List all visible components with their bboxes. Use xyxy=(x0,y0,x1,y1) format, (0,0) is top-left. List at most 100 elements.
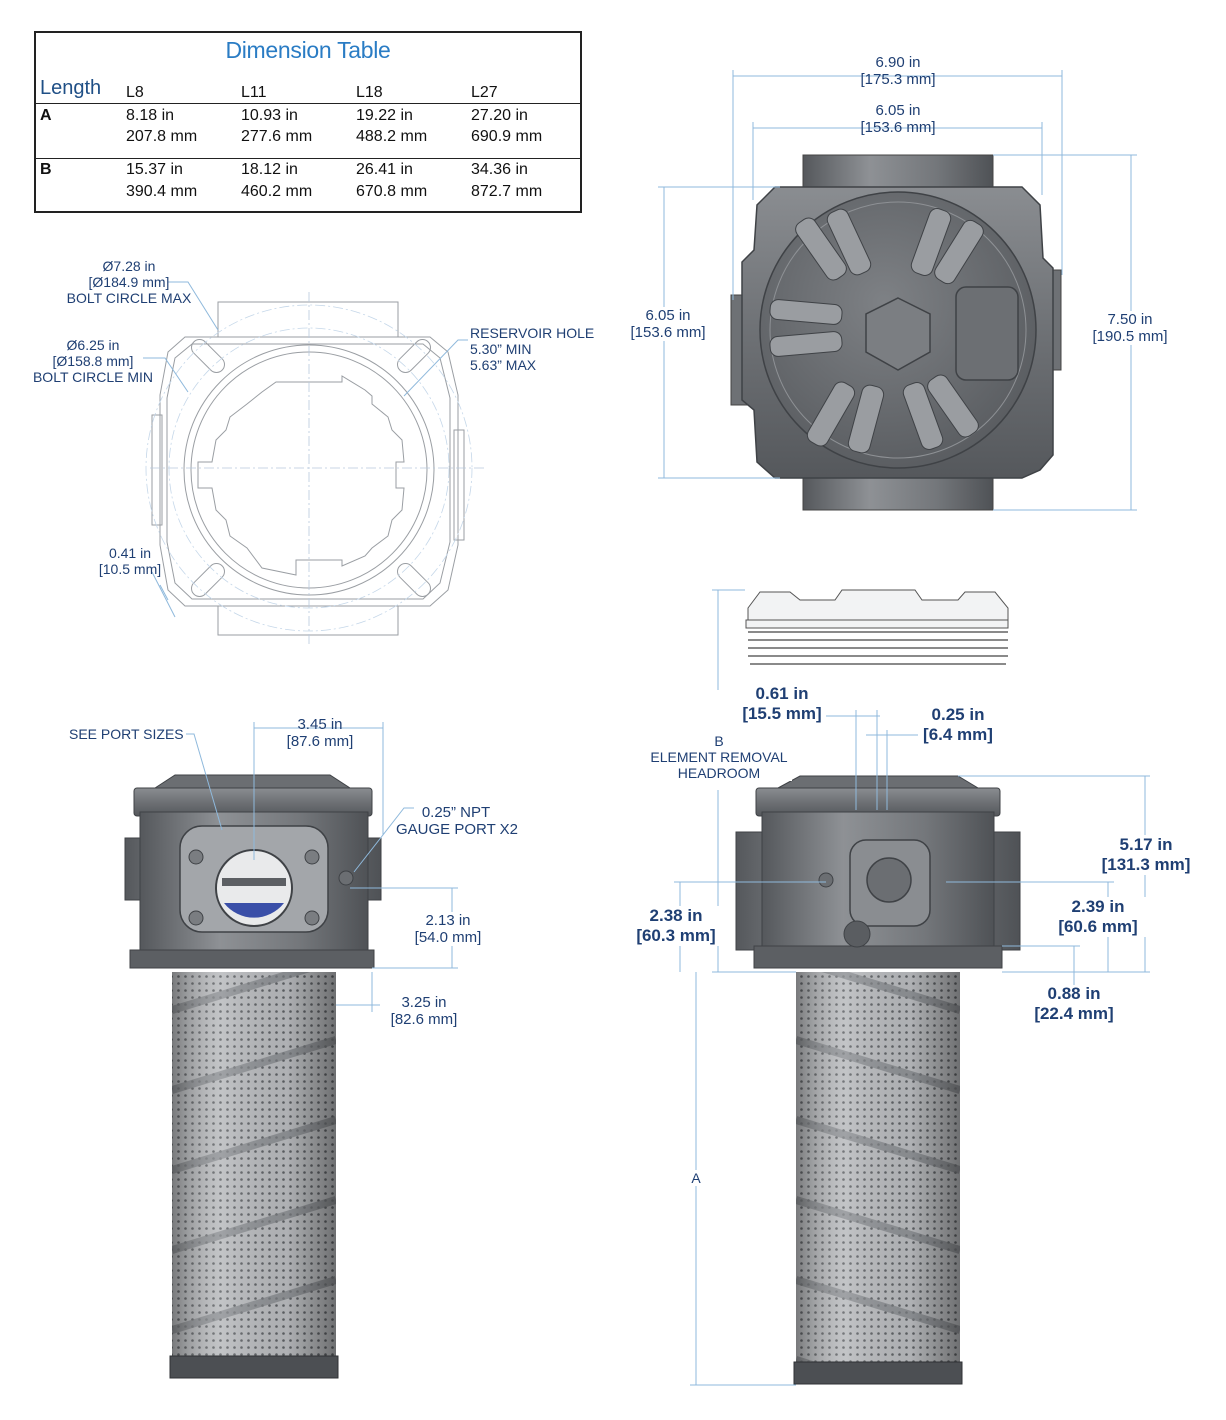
left-port-height-in: 2.38 in xyxy=(649,906,703,925)
element-diameter-callout: 3.25 in [82.6 mm] xyxy=(376,994,472,1028)
bolt-circle-max-in: Ø7.28 in xyxy=(102,258,156,274)
table-cell: 872.7 mm xyxy=(471,183,543,200)
element-diameter-mm: [82.6 mm] xyxy=(390,1011,458,1028)
column-header-l27: L27 xyxy=(471,84,498,101)
overall-width-callout: 6.90 in [175.3 mm] xyxy=(848,54,948,88)
overall-depth-mm: [190.5 mm] xyxy=(1092,328,1168,345)
table-cell: 15.37 in xyxy=(126,161,183,178)
head-height-mm: [131.3 mm] xyxy=(1101,855,1191,874)
port-span-callout: 3.45 in [87.6 mm] xyxy=(270,716,370,750)
overall-depth-in: 7.50 in xyxy=(1107,311,1153,328)
flange-centerlines xyxy=(145,292,485,645)
column-header-l18: L18 xyxy=(356,84,383,101)
slot-width-callout: 0.41 in [10.5 mm] xyxy=(90,545,170,577)
see-port-sizes-label: SEE PORT SIZES xyxy=(69,726,184,742)
offset-b-callout: 0.25 in [6.4 mm] xyxy=(910,705,1006,745)
bottom-offset-in: 0.88 in xyxy=(1047,984,1101,1003)
bolt-circle-max-mm: [Ø184.9 mm] xyxy=(88,274,170,290)
bolt-circle-max-label: BOLT CIRCLE MAX xyxy=(66,290,192,306)
body-depth-mm: [153.6 mm] xyxy=(630,324,706,341)
head-height-callout: 5.17 in [131.3 mm] xyxy=(1088,835,1204,875)
table-cell: 26.41 in xyxy=(356,161,413,178)
column-header-l8: L8 xyxy=(126,84,144,101)
column-header-l11: L11 xyxy=(241,84,267,101)
table-cell: 390.4 mm xyxy=(126,183,198,200)
port-height-callout: 2.13 in [54.0 mm] xyxy=(400,912,496,946)
offset-a-callout: 0.61 in [15.5 mm] xyxy=(732,684,832,724)
element-diameter-in: 3.25 in xyxy=(401,994,447,1011)
offset-a-mm: [15.5 mm] xyxy=(742,704,822,723)
length-header: Length xyxy=(40,77,102,99)
front-view-assembly xyxy=(124,774,382,1379)
table-cell: 670.8 mm xyxy=(356,183,428,200)
bolt-circle-min-callout: Ø6.25 in [Ø158.8 mm] BOLT CIRCLE MIN xyxy=(30,337,156,385)
headroom-label-2: HEADROOM xyxy=(677,765,761,781)
port-height-mm: [54.0 mm] xyxy=(414,929,482,946)
flange-leaders xyxy=(143,281,468,618)
table-cell: 34.36 in xyxy=(471,161,528,178)
table-cell: 10.93 in xyxy=(241,107,298,124)
gauge-port-size: 0.25” NPT xyxy=(421,804,491,821)
body-width-mm: [153.6 mm] xyxy=(860,119,936,136)
top-view-head xyxy=(730,154,1062,511)
row-label-a: A xyxy=(40,107,52,124)
gauge-port-callout: 0.25” NPT GAUGE PORT X2 xyxy=(396,804,518,838)
table-divider xyxy=(36,103,580,104)
left-port-height-callout: 2.38 in [60.3 mm] xyxy=(628,906,724,946)
slot-width-in: 0.41 in xyxy=(108,545,152,561)
flange-outline-view xyxy=(151,301,465,636)
table-cell: 27.20 in xyxy=(471,107,528,124)
front-view-dimension-lines xyxy=(186,722,458,1012)
body-width-in: 6.05 in xyxy=(875,102,921,119)
side-view-assembly xyxy=(735,775,1021,1385)
bottom-offset-callout: 0.88 in [22.4 mm] xyxy=(1026,984,1122,1024)
overall-width-in: 6.90 in xyxy=(875,54,921,71)
right-port-height-in: 2.39 in xyxy=(1071,897,1125,916)
table-cell: 488.2 mm xyxy=(356,128,428,145)
bolt-circle-max-callout: Ø7.28 in [Ø184.9 mm] BOLT CIRCLE MAX xyxy=(64,258,194,306)
length-a-label: A xyxy=(688,1170,704,1186)
table-cell: 18.12 in xyxy=(241,161,298,178)
body-width-callout: 6.05 in [153.6 mm] xyxy=(848,102,948,136)
top-view-dimension-lines xyxy=(658,70,1137,511)
bolt-circle-min-label: BOLT CIRCLE MIN xyxy=(32,369,154,385)
cover-profile xyxy=(745,589,1009,665)
offset-a-in: 0.61 in xyxy=(755,684,809,703)
offset-b-mm: [6.4 mm] xyxy=(923,725,993,744)
bolt-circle-min-mm: [Ø158.8 mm] xyxy=(52,353,134,369)
bottom-offset-mm: [22.4 mm] xyxy=(1034,1004,1114,1023)
gauge-port-label: GAUGE PORT X2 xyxy=(396,821,518,838)
overall-depth-callout: 7.50 in [190.5 mm] xyxy=(1082,311,1178,345)
reservoir-hole-max: 5.63” MAX xyxy=(470,357,537,373)
reservoir-hole-label: RESERVOIR HOLE xyxy=(470,325,595,341)
right-port-height-callout: 2.39 in [60.6 mm] xyxy=(1050,897,1146,937)
body-depth-callout: 6.05 in [153.6 mm] xyxy=(620,307,716,341)
table-divider xyxy=(36,158,580,159)
port-height-in: 2.13 in xyxy=(425,912,471,929)
port-span-in: 3.45 in xyxy=(297,716,343,733)
table-cell: 207.8 mm xyxy=(126,128,198,145)
table-cell: 8.18 in xyxy=(126,107,175,124)
headroom-symbol: B xyxy=(714,733,724,749)
row-label-b: B xyxy=(40,161,52,178)
overall-width-mm: [175.3 mm] xyxy=(860,71,936,88)
headroom-callout: B ELEMENT REMOVAL HEADROOM xyxy=(646,733,792,781)
dimension-table-title: Dimension Table xyxy=(225,37,391,63)
reservoir-hole-min: 5.30” MIN xyxy=(470,341,532,357)
bolt-circle-min-in: Ø6.25 in xyxy=(66,337,120,353)
reservoir-hole-callout: RESERVOIR HOLE 5.30” MIN 5.63” MAX xyxy=(470,325,594,373)
table-cell: 277.6 mm xyxy=(241,128,313,145)
table-cell: 19.22 in xyxy=(356,107,413,124)
head-height-in: 5.17 in xyxy=(1119,835,1173,854)
headroom-label-1: ELEMENT REMOVAL xyxy=(650,749,788,765)
right-port-height-mm: [60.6 mm] xyxy=(1058,917,1138,936)
body-depth-in: 6.05 in xyxy=(645,307,691,324)
table-cell: 460.2 mm xyxy=(241,183,313,200)
table-cell: 690.9 mm xyxy=(471,128,543,145)
port-span-mm: [87.6 mm] xyxy=(286,733,354,750)
dimension-table: Dimension Table Length L8 L11 L18 L27 A … xyxy=(34,31,582,213)
left-port-height-mm: [60.3 mm] xyxy=(636,926,716,945)
slot-width-mm: [10.5 mm] xyxy=(98,561,162,577)
offset-b-in: 0.25 in xyxy=(931,705,985,724)
